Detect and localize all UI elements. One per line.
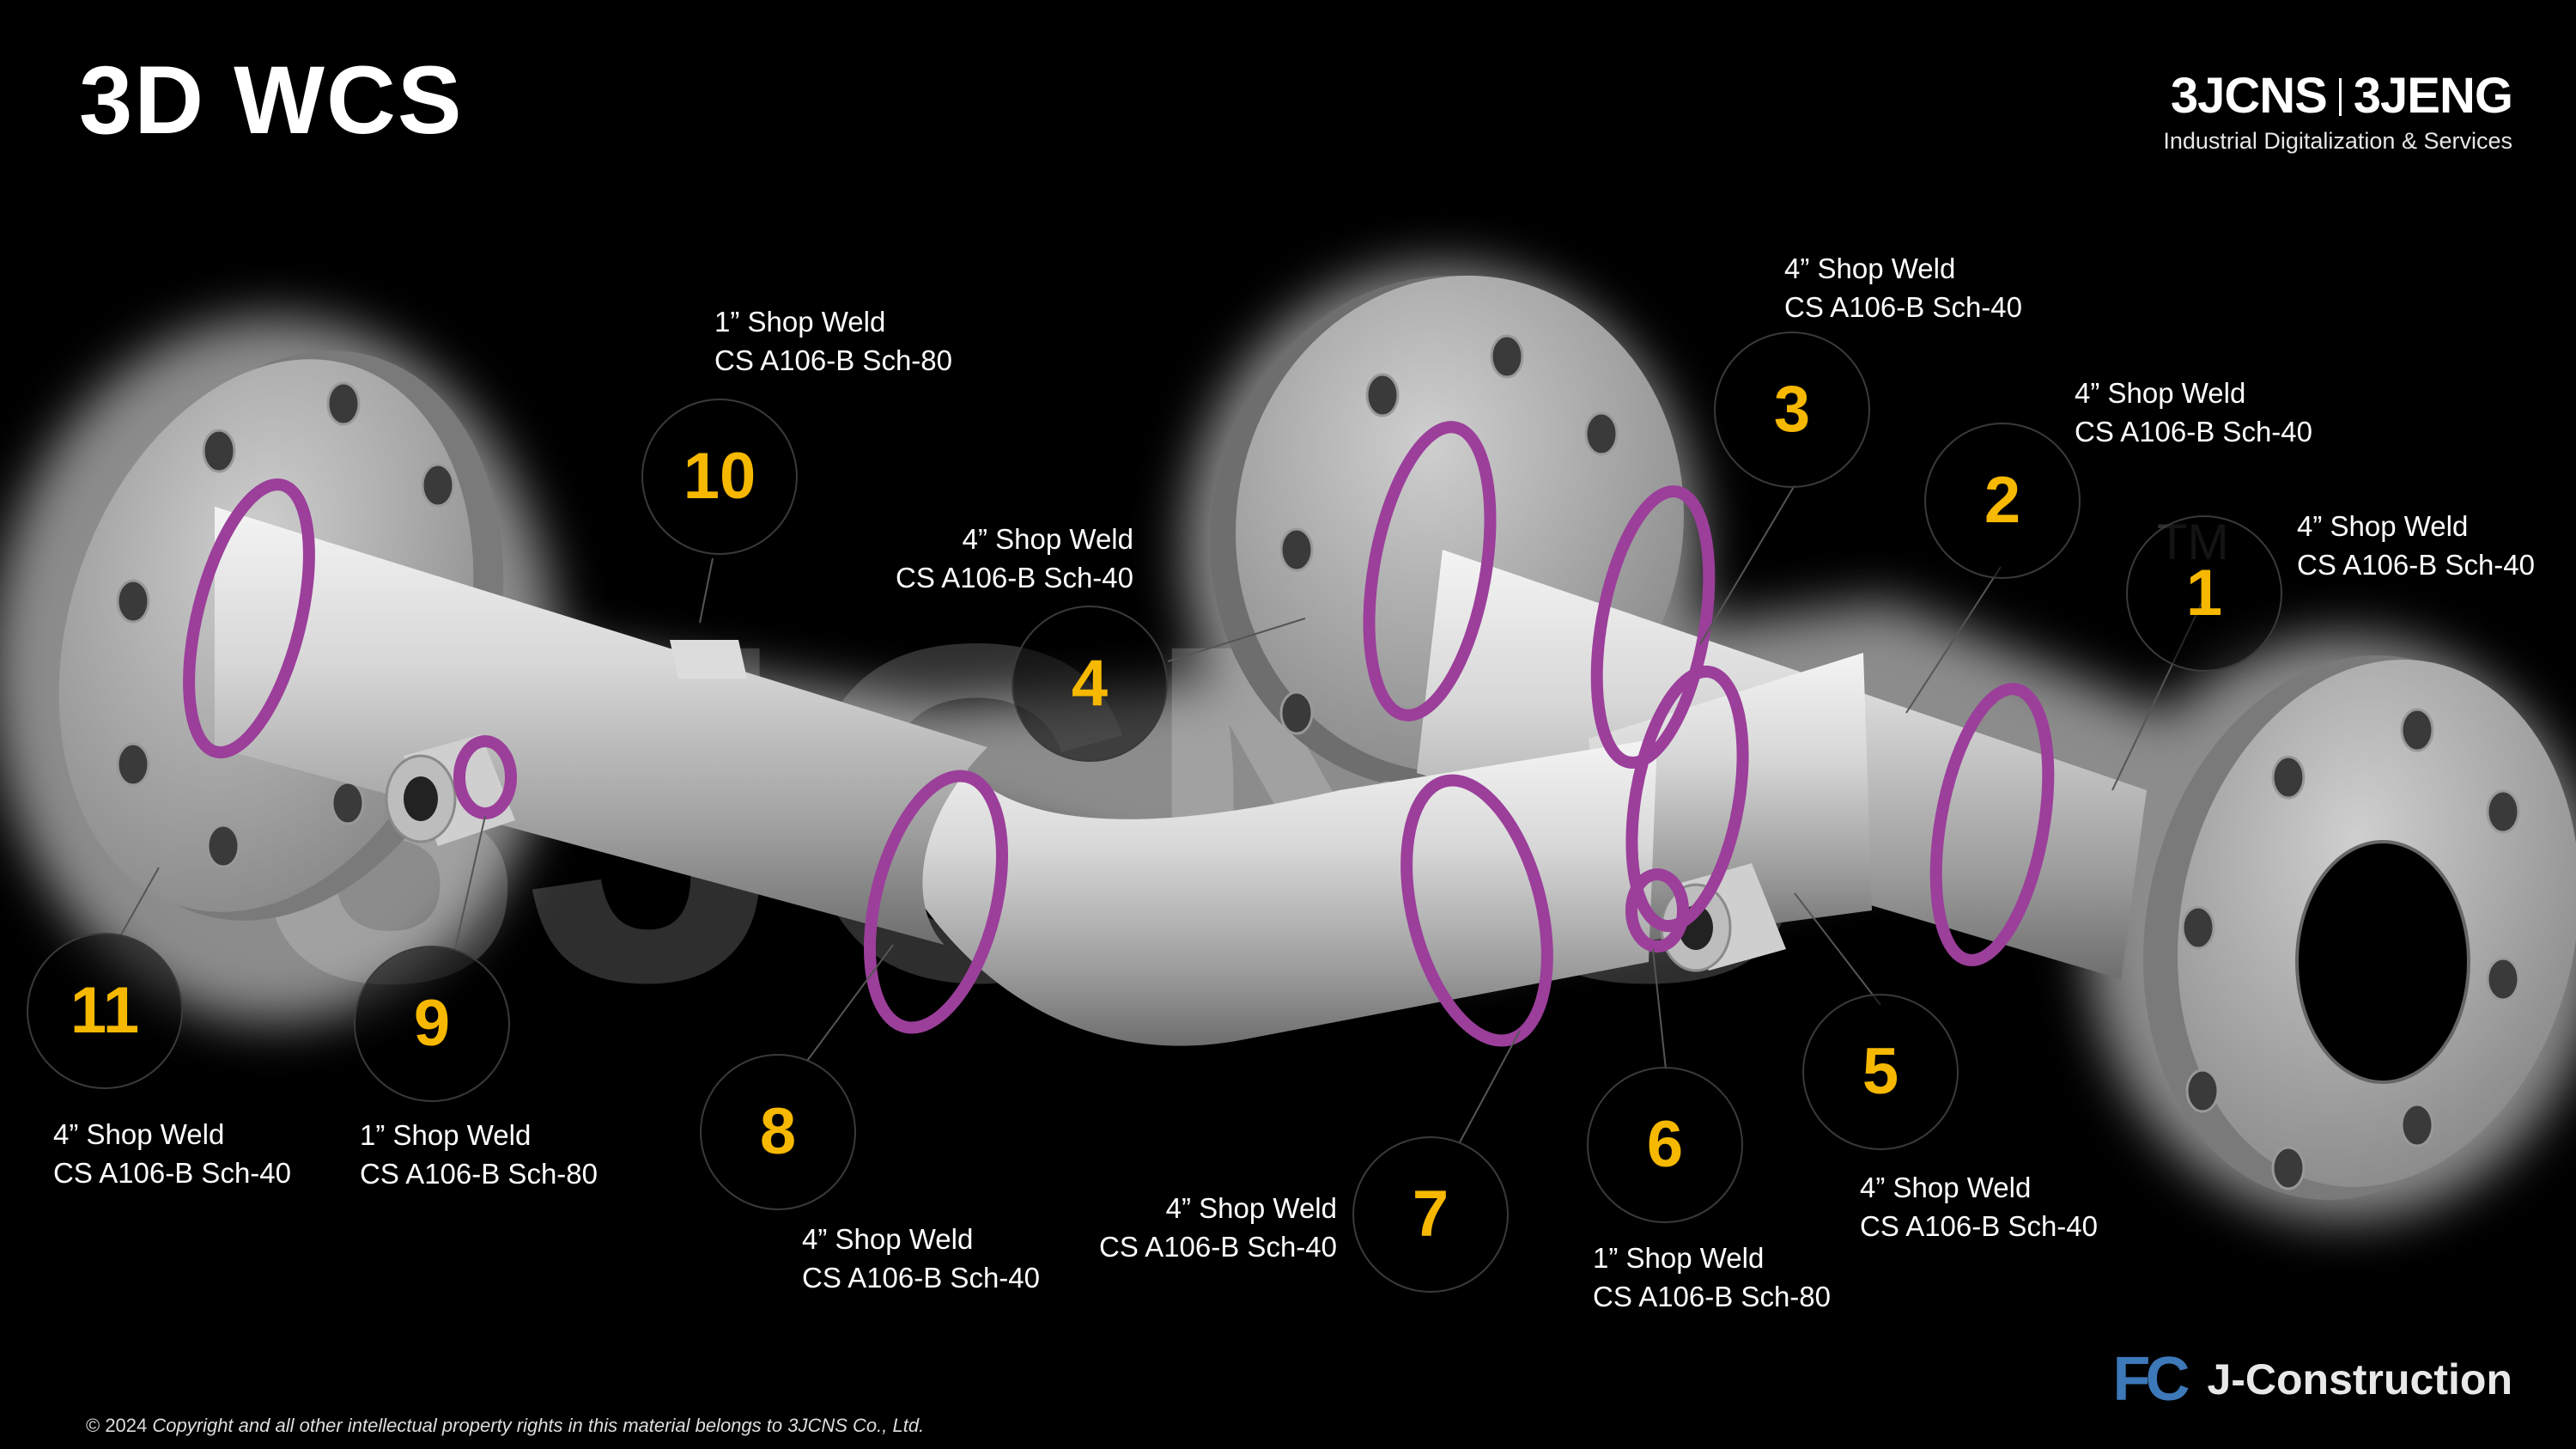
copyright-year: © 2024 — [86, 1415, 148, 1436]
weld-ring-5 — [1625, 665, 1749, 933]
weld-label-size: 4” Shop Weld — [2075, 377, 2246, 409]
weld-ring-9 — [453, 735, 517, 819]
weld-callout-7: 7 — [1352, 1136, 1509, 1293]
weld-label-spec: CS A106-B Sch-40 — [53, 1157, 291, 1189]
weld-label-spec: CS A106-B Sch-40 — [2297, 549, 2535, 581]
brand-tagline: Industrial Digitalization & Services — [2163, 128, 2512, 154]
partner-name: J-Construction — [2207, 1355, 2512, 1403]
weld-label-spec: CS A106-B Sch-40 — [1099, 1231, 1337, 1263]
weld-label-size: 4” Shop Weld — [1784, 253, 1956, 284]
weld-label-spec: CS A106-B Sch-40 — [2075, 416, 2312, 447]
weld-label-10: 1” Shop Weld CS A106-B Sch-80 — [714, 302, 952, 380]
brand-name: 3JCNS 3JENG — [2163, 67, 2513, 125]
brand-left: 3JCNS — [2170, 68, 2328, 124]
weld-label-spec: CS A106-B Sch-40 — [802, 1262, 1040, 1294]
weld-label-5: 4” Shop Weld CS A106-B Sch-40 — [1860, 1168, 2098, 1245]
fc-logo-icon: FC — [2112, 1345, 2190, 1414]
weld-label-9: 1” Shop Weld CS A106-B Sch-80 — [360, 1116, 598, 1193]
weld-callout-1: 1 — [2126, 515, 2282, 672]
weld-ring-7 — [1400, 774, 1553, 1047]
weld-callout-4: 4 — [1012, 606, 1168, 762]
weld-label-8: 4” Shop Weld CS A106-B Sch-40 — [802, 1220, 1040, 1297]
weld-label-3: 4” Shop Weld CS A106-B Sch-40 — [1784, 249, 2022, 326]
weld-label-size: 1” Shop Weld — [714, 306, 886, 338]
weld-label-spec: CS A106-B Sch-80 — [1593, 1281, 1831, 1312]
weld-rings — [183, 421, 2055, 1047]
nozzle-top — [670, 640, 747, 679]
weld-label-size: 4” Shop Weld — [53, 1118, 225, 1150]
weld-label-spec: CS A106-B Sch-80 — [360, 1158, 598, 1190]
weld-label-4: 4” Shop Weld CS A106-B Sch-40 — [896, 520, 1133, 597]
weld-label-size: 4” Shop Weld — [802, 1223, 974, 1255]
weld-callout-3: 3 — [1714, 332, 1870, 488]
weld-label-spec: CS A106-B Sch-40 — [1784, 291, 2022, 323]
weld-label-size: 4” Shop Weld — [2297, 510, 2469, 542]
brand-separator — [2338, 78, 2342, 116]
weld-label-spec: CS A106-B Sch-40 — [1860, 1210, 2098, 1242]
weld-label-7: 4” Shop Weld CS A106-B Sch-40 — [1099, 1189, 1337, 1266]
weld-ring-11 — [183, 478, 315, 758]
weld-label-spec: CS A106-B Sch-40 — [896, 562, 1133, 594]
weld-callout-2: 2 — [1924, 423, 2081, 579]
weld-callout-8: 8 — [700, 1054, 856, 1210]
weld-ring-1 — [1929, 683, 2055, 966]
weld-ring-6 — [1625, 868, 1689, 953]
weld-label-size: 1” Shop Weld — [360, 1119, 532, 1151]
weld-callout-9: 9 — [354, 946, 510, 1102]
weld-callout-5: 5 — [1802, 994, 1959, 1150]
page-title: 3D WCS — [79, 46, 464, 154]
weld-callout-10: 10 — [641, 399, 798, 555]
right-flange — [2142, 655, 2576, 1200]
copyright-text: Copyright and all other intellectual pro… — [152, 1415, 925, 1436]
partner-logo: FC J-Construction — [2112, 1344, 2512, 1415]
weld-label-size: 4” Shop Weld — [1860, 1172, 2032, 1203]
weld-label-2: 4” Shop Weld CS A106-B Sch-40 — [2075, 374, 2312, 451]
weld-label-1: 4” Shop Weld CS A106-B Sch-40 — [2297, 507, 2535, 584]
brand-right: 3JENG — [2353, 68, 2513, 124]
weld-ring-8 — [863, 770, 1009, 1034]
weld-callout-6: 6 — [1587, 1067, 1743, 1223]
pipe-left-run — [215, 507, 987, 945]
weld-label-size: 1” Shop Weld — [1593, 1242, 1765, 1274]
weld-ring-2 — [1590, 485, 1716, 769]
brand-logo: 3JCNS 3JENG Industrial Digitalization & S… — [2163, 67, 2513, 155]
weld-label-size: 4” Shop Weld — [1165, 1192, 1337, 1224]
weld-label-spec: CS A106-B Sch-80 — [714, 344, 952, 376]
weld-ring-3 — [1363, 421, 1497, 721]
weld-callout-11: 11 — [27, 933, 183, 1089]
pipe-lower-run — [859, 739, 1657, 1046]
weld-label-size: 4” Shop Weld — [962, 523, 1133, 555]
weld-label-11: 4” Shop Weld CS A106-B Sch-40 — [53, 1115, 291, 1192]
copyright-footer: © 2024 Copyright and all other intellect… — [86, 1415, 924, 1437]
weld-label-6: 1” Shop Weld CS A106-B Sch-80 — [1593, 1239, 1831, 1316]
